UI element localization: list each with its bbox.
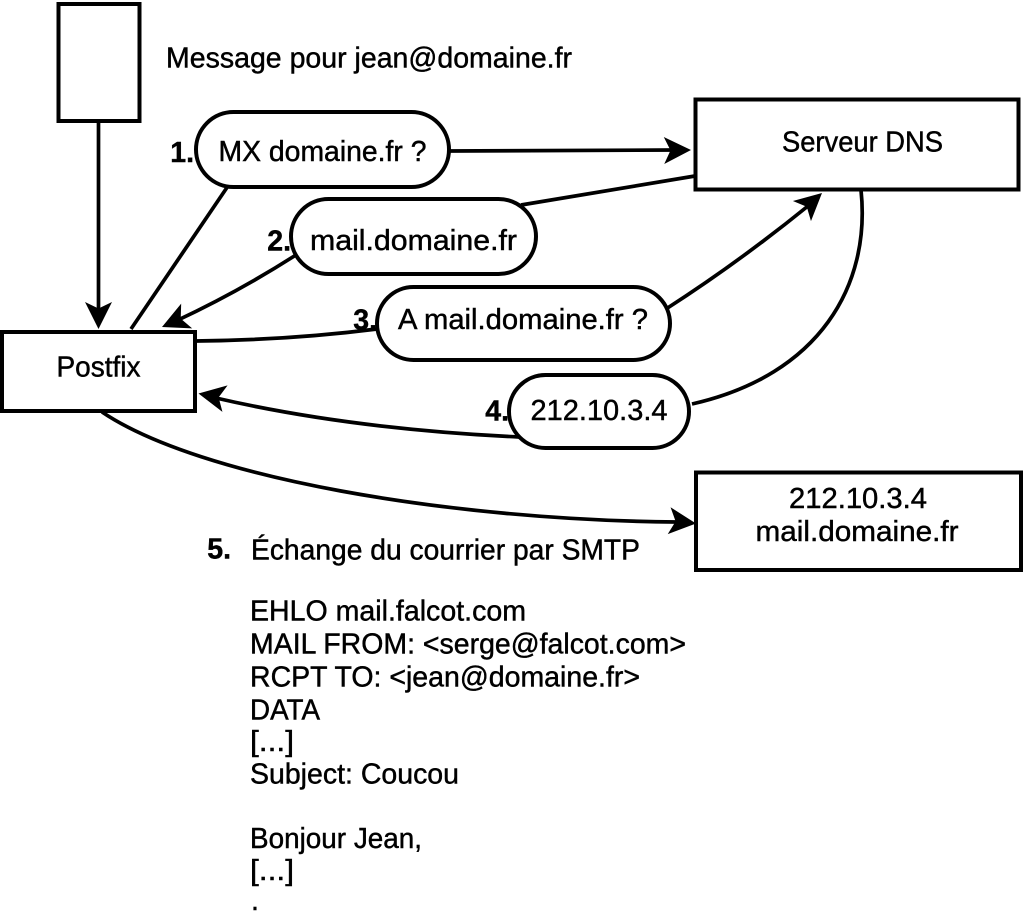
svg-text:MAIL FROM: <serge@falcot.com>: MAIL FROM: <serge@falcot.com> xyxy=(250,629,686,661)
svg-text:RCPT TO: <jean@domaine.fr>: RCPT TO: <jean@domaine.fr> xyxy=(250,662,640,694)
svg-text:Serveur DNS: Serveur DNS xyxy=(782,127,943,159)
svg-text:Échange du courrier par SMTP: Échange du courrier par SMTP xyxy=(251,534,640,567)
svg-text:Subject: Coucou: Subject: Coucou xyxy=(250,759,459,791)
svg-text:Postfix: Postfix xyxy=(57,352,141,384)
svg-text:EHLO mail.falcot.com: EHLO mail.falcot.com xyxy=(250,596,526,628)
svg-text:MX domaine.fr ?: MX domaine.fr ? xyxy=(219,136,427,168)
svg-text:212.10.3.4: 212.10.3.4 xyxy=(789,483,927,515)
svg-text:4.: 4. xyxy=(485,396,509,428)
svg-text:mail.domaine.fr: mail.domaine.fr xyxy=(310,225,518,257)
svg-text:[...]: [...] xyxy=(250,726,294,758)
svg-text:2.: 2. xyxy=(267,226,291,258)
svg-text:.: . xyxy=(251,885,259,917)
svg-text:mail.domaine.fr: mail.domaine.fr xyxy=(756,516,959,548)
svg-text:DATA: DATA xyxy=(250,695,321,727)
svg-text:[...]: [...] xyxy=(250,855,294,887)
svg-text:5.: 5. xyxy=(207,534,231,566)
svg-text:212.10.3.4: 212.10.3.4 xyxy=(531,395,668,427)
svg-text:A mail.domaine.fr ?: A mail.domaine.fr ? xyxy=(398,304,648,336)
svg-text:3.: 3. xyxy=(353,305,377,337)
svg-text:Bonjour Jean,: Bonjour Jean, xyxy=(250,823,422,855)
svg-text:1.: 1. xyxy=(170,137,194,169)
svg-text:Message pour jean@domaine.fr: Message pour jean@domaine.fr xyxy=(166,43,572,75)
